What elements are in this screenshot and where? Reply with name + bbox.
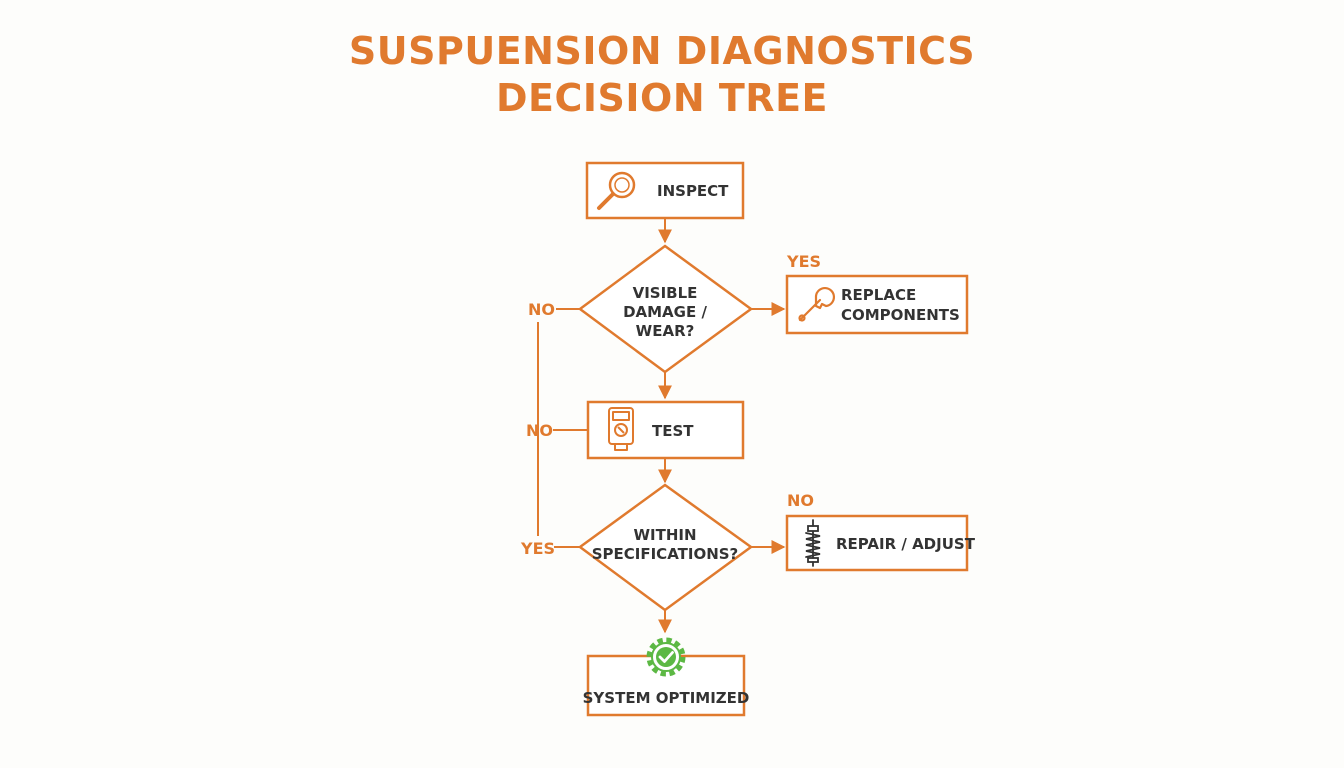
inspect-label: INSPECT bbox=[657, 182, 729, 200]
optimized-label: SYSTEM OPTIMIZED bbox=[583, 689, 750, 707]
label-spec-yes: YES bbox=[520, 539, 555, 558]
repair-label: REPAIR / ADJUST bbox=[836, 535, 976, 553]
replace-label-line-1: REPLACE bbox=[841, 286, 916, 304]
connectors bbox=[537, 218, 786, 634]
damage-label-line-3: WEAR? bbox=[636, 322, 695, 340]
replace-label-line-2: COMPONENTS bbox=[841, 306, 960, 324]
label-spec-no: NO bbox=[787, 491, 814, 510]
damage-diamond bbox=[577, 244, 754, 374]
multimeter-icon bbox=[608, 407, 634, 451]
wrench-icon bbox=[798, 287, 835, 322]
gear-check-icon bbox=[646, 637, 686, 677]
label-damage-no: NO bbox=[528, 300, 555, 319]
node-optimized: SYSTEM OPTIMIZED bbox=[583, 637, 750, 717]
node-repair: REPAIR / ADJUST bbox=[785, 514, 976, 572]
spec-label-line-1: WITHIN bbox=[633, 526, 696, 544]
shock-absorber-icon bbox=[805, 519, 821, 567]
spec-label-line-2: SPECIFICATIONS? bbox=[592, 545, 739, 563]
node-damage-decision: VISIBLE DAMAGE / WEAR? bbox=[577, 244, 754, 374]
node-test: TEST bbox=[586, 400, 745, 460]
spec-diamond bbox=[577, 483, 754, 612]
node-inspect: INSPECT bbox=[585, 161, 745, 220]
node-spec-decision: WITHIN SPECIFICATIONS? bbox=[577, 483, 754, 612]
title-line-1: SUSPUENSION DIAGNOSTICS bbox=[348, 29, 976, 73]
test-label: TEST bbox=[652, 422, 694, 440]
damage-label-line-2: DAMAGE / bbox=[623, 303, 707, 321]
magnifier-icon bbox=[597, 171, 636, 210]
damage-label-line-1: VISIBLE bbox=[633, 284, 698, 302]
node-replace: REPLACE COMPONENTS bbox=[785, 274, 969, 335]
label-damage-yes: YES bbox=[786, 252, 821, 271]
label-test-no: NO bbox=[526, 421, 553, 440]
diagram-title: SUSPUENSION DIAGNOSTICS DECISION TREE bbox=[0, 28, 1324, 122]
title-line-2: DECISION TREE bbox=[496, 76, 828, 120]
inspect-box bbox=[585, 161, 745, 220]
